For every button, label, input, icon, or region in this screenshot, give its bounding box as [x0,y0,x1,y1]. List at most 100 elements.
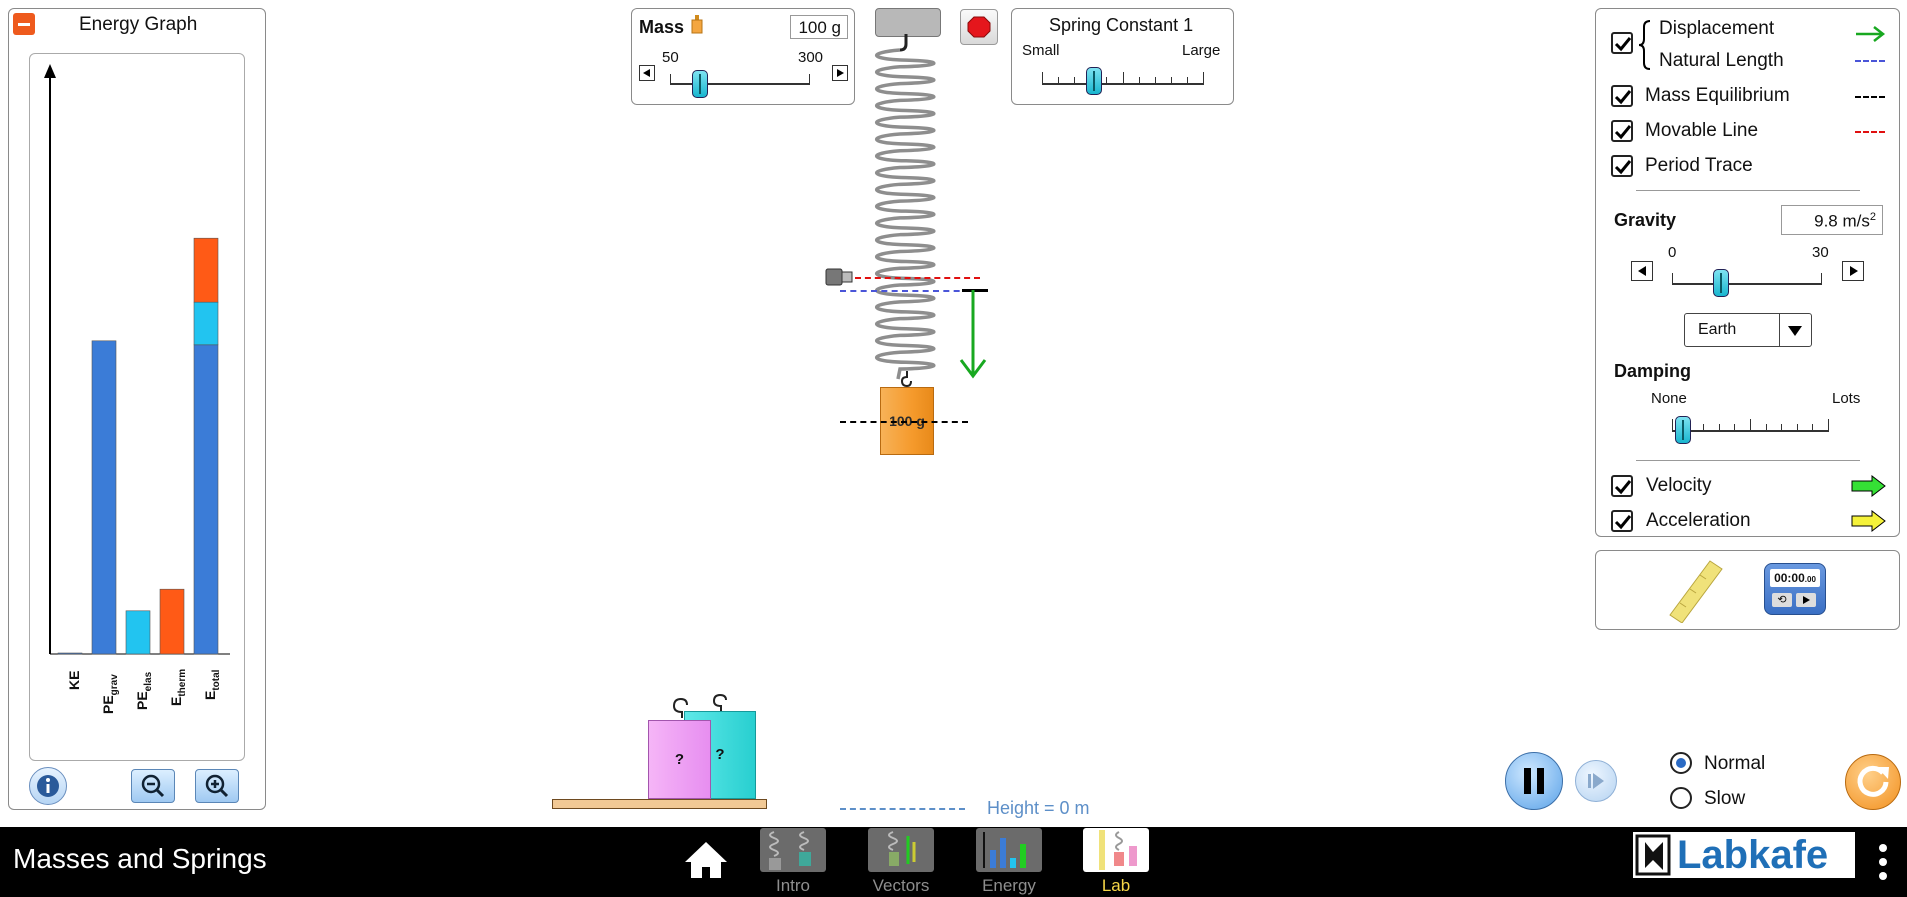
mystery-mass-pink[interactable]: ? [648,720,711,799]
mass-equilibrium-checkbox[interactable] [1611,85,1633,107]
gravity-slider-track[interactable] [1672,283,1822,285]
spring-constant-slider-track[interactable] [1042,83,1204,85]
slider-tick [1734,424,1736,430]
mass-increase-button[interactable] [832,65,848,81]
spring-constant-max-label: Large [1182,42,1221,59]
info-button[interactable] [29,767,67,805]
height-readout: Height = 0 m [987,798,1090,818]
tab-energy-icon[interactable] [976,828,1042,872]
spring-constant-slider-thumb[interactable] [1086,67,1102,95]
gravity-label: Gravity [1614,210,1677,230]
movable-line-checkbox[interactable] [1611,120,1633,142]
labkafe-k-icon [1635,834,1671,876]
navigation-bar [0,827,1907,897]
bar-pe-elas [125,610,151,655]
energy-graph-panel: Energy Graph KE PEgrav PEelas Etherm Eto… [8,8,266,810]
displacement-natural-length-checkbox[interactable] [1611,32,1633,54]
collapse-button[interactable] [13,13,35,35]
brand-logo[interactable]: Labkafe [1633,832,1855,878]
pause-button[interactable] [1505,752,1563,810]
bar-label-pe-elas: PEelas [134,671,154,710]
planet-dropdown[interactable]: Earth [1684,313,1812,347]
energy-bar-chart [44,64,230,655]
energy-graph-title: Energy Graph [79,14,198,35]
slider-tick [1186,77,1188,83]
gravity-decrease-button[interactable] [1631,261,1653,281]
tab-lab-icon[interactable] [1083,828,1149,872]
mass-decrease-button[interactable] [639,65,655,81]
height-reference-line[interactable] [840,808,965,810]
planet-selected-value: Earth [1698,321,1737,338]
tab-intro[interactable]: Intro [775,876,811,895]
speed-normal-label: Normal [1704,753,1766,774]
mass-slider-thumb[interactable] [692,70,708,98]
speed-slow-label: Slow [1704,788,1746,809]
slider-tick [1781,424,1783,430]
mystery-mass-hooks [672,694,727,718]
mass-equilibrium-label: Mass Equilibrium [1645,85,1790,106]
bar-label-e-total: Etotal [202,669,222,700]
ruler-icon[interactable] [1666,559,1726,623]
reset-all-button[interactable] [1845,754,1901,810]
brand-name: Labkafe [1677,833,1829,877]
reset-icon [1857,765,1889,797]
check-icon [1614,160,1632,175]
gravity-slider-thumb[interactable] [1713,269,1729,297]
spring-constant-title: Spring Constant 1 [1049,15,1194,35]
slider-tick [1765,424,1767,430]
slider-tick [1106,77,1108,83]
tab-lab[interactable]: Lab [1101,876,1131,895]
slider-tick [1718,424,1720,430]
spring-ceiling-mount [875,8,941,37]
mass-equilibrium-line [840,421,968,423]
zoom-out-button[interactable] [131,769,175,803]
check-icon [1614,90,1632,105]
mass-value: 100 g [790,15,848,39]
stopwatch-display: 00:00.00 [1770,569,1820,587]
slider-tick [1796,424,1798,430]
speed-normal-radio[interactable] [1670,752,1692,774]
triangle-right-icon [837,69,844,77]
gravity-increase-button[interactable] [1842,261,1864,281]
movable-line-icon [1855,131,1885,133]
tab-intro-icon[interactable] [760,828,826,872]
minus-icon [18,23,30,26]
tab-energy[interactable]: Energy [982,876,1036,895]
stopwatch-reset-icon: ⟲ [1772,593,1792,607]
stopwatch-tool[interactable]: 00:00.00 ⟲ [1764,563,1826,615]
acceleration-checkbox[interactable] [1611,510,1633,532]
zoom-in-button[interactable] [195,769,239,803]
tab-vectors[interactable]: Vectors [872,876,930,895]
natural-length-line [840,290,970,292]
more-options-icon[interactable] [1876,840,1890,884]
damping-slider-thumb[interactable] [1675,416,1691,444]
tab-vectors-icon[interactable] [868,828,934,872]
bar-e-therm [159,588,185,655]
mass-slider-track[interactable] [670,83,810,85]
home-button[interactable] [682,838,730,882]
mass-max-label: 300 [798,49,824,66]
movable-line-label: Movable Line [1645,120,1759,141]
slider-tick [1812,424,1814,430]
damping-label: Damping [1614,361,1692,381]
displacement-arrow-icon [1856,26,1886,42]
damping-slider-track[interactable] [1672,430,1829,432]
spring [875,34,936,380]
movable-line[interactable] [855,277,980,279]
bar-label-ke: KE [66,670,82,690]
slider-tick [1042,72,1043,83]
info-icon [37,775,59,797]
step-button[interactable] [1575,760,1617,802]
speed-slow-radio[interactable] [1670,787,1692,809]
period-trace-checkbox[interactable] [1611,155,1633,177]
zoom-out-icon [141,774,165,798]
options-panel: Displacement Natural Length Mass Equilib… [1595,8,1900,537]
velocity-label: Velocity [1646,475,1712,496]
slider-tick [1074,77,1076,83]
bar-pe-grav [91,340,117,655]
acceleration-arrow-icon [1851,510,1886,532]
slider-tick [1138,77,1140,83]
velocity-checkbox[interactable] [1611,475,1633,497]
record-button[interactable] [960,9,998,45]
movable-line-handle[interactable] [825,267,855,287]
